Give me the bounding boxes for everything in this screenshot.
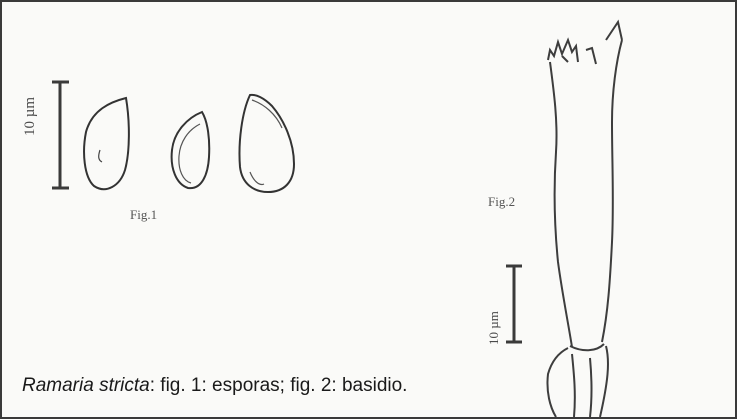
spore-2 [172,112,210,188]
basidium [547,22,622,417]
scale-bar-fig1 [52,82,69,188]
scale-label-fig2: 10 µm [486,311,502,345]
caption-text: : fig. 1: esporas; fig. 2: basidio. [150,375,408,396]
scale-label-fig1: 10 µm [22,97,39,136]
fig1-label: Fig.1 [130,207,157,223]
spore-1-detail [99,150,102,162]
figure-caption: Ramaria stricta: fig. 1: esporas; fig. 2… [22,375,407,397]
spore-3-inner-2 [250,172,264,185]
spore-2-inner [179,124,200,183]
fig2-label: Fig.2 [488,194,515,210]
caption-species: Ramaria stricta [22,375,150,396]
spore-3 [239,95,294,192]
scale-bar-fig2 [506,266,522,342]
spore-1 [84,98,129,189]
